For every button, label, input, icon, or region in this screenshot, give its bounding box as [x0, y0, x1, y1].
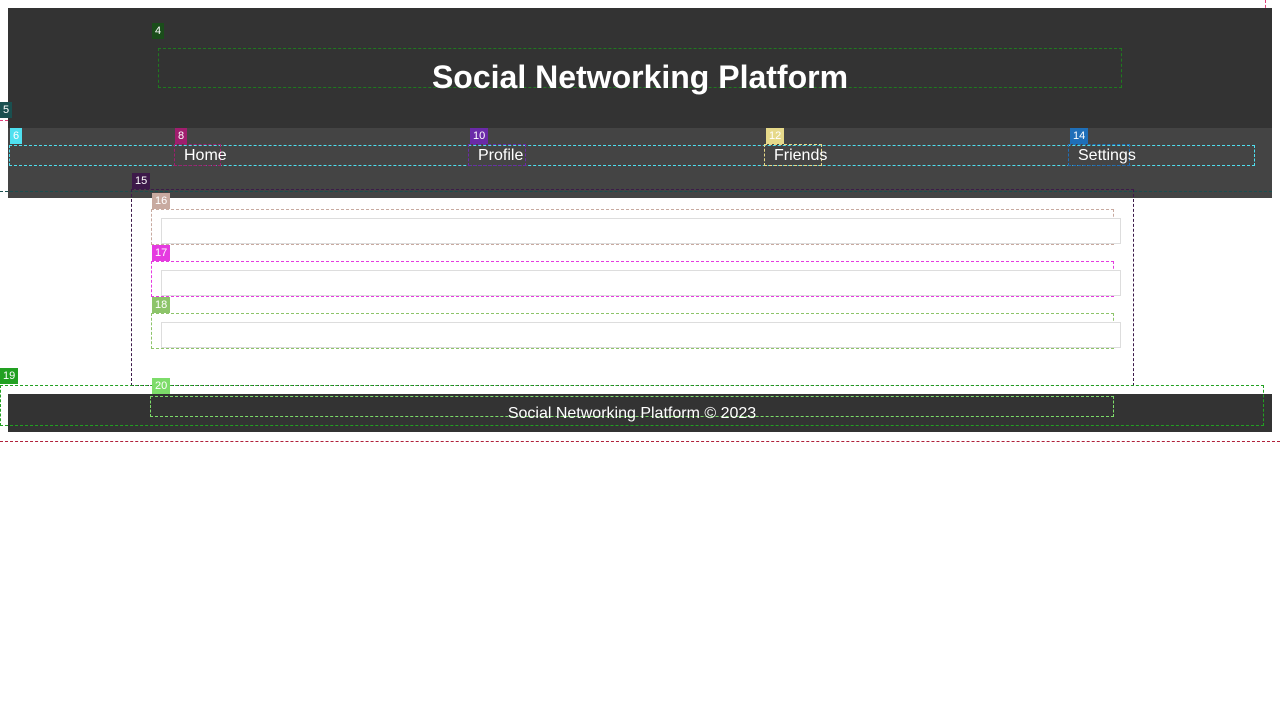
overlay-tag: 15 — [132, 173, 151, 189]
nav-item-settings[interactable]: Settings — [1068, 144, 1136, 166]
nav-item-label: Friends — [774, 147, 828, 164]
overlay-tag: 18 — [152, 297, 171, 313]
overlay-tag: 6 — [10, 128, 23, 144]
overlay-tag: 5 — [0, 102, 13, 118]
overlay-tag: 19 — [0, 368, 19, 384]
overlay-tag: 12 — [766, 128, 785, 144]
overlay-tag: 8 — [175, 128, 188, 144]
overlay-tag: 16 — [152, 193, 171, 209]
nav-list — [9, 145, 1255, 166]
post-box[interactable] — [161, 218, 1121, 244]
overlay-tag: 17 — [152, 245, 171, 261]
post-box[interactable] — [161, 322, 1121, 348]
nav-item-profile[interactable]: Profile — [468, 144, 526, 166]
nav-item-label: Home — [184, 147, 227, 164]
nav-item-friends[interactable]: Friends — [764, 144, 827, 166]
footer-text: Social Networking Platform © 2023 — [150, 396, 1114, 422]
overlay-tag: 10 — [470, 128, 489, 144]
overlay-tag: 14 — [1070, 128, 1089, 144]
nav-item-label: Settings — [1078, 147, 1136, 164]
site-header: Social Networking Platform — [8, 8, 1272, 128]
post-card — [151, 313, 1121, 349]
overlay-tag: 4 — [152, 23, 165, 39]
post-card — [151, 209, 1121, 245]
post-box[interactable] — [161, 270, 1121, 296]
site-footer: Social Networking Platform © 2023 — [8, 394, 1272, 432]
main-nav: Home Profile Friends Settings — [8, 128, 1272, 198]
overlay-tag: 20 — [152, 378, 171, 394]
nav-item-label: Profile — [478, 147, 524, 164]
post-card — [151, 261, 1121, 297]
nav-item-home[interactable]: Home — [174, 144, 227, 166]
page-title: Social Networking Platform — [158, 48, 1122, 95]
